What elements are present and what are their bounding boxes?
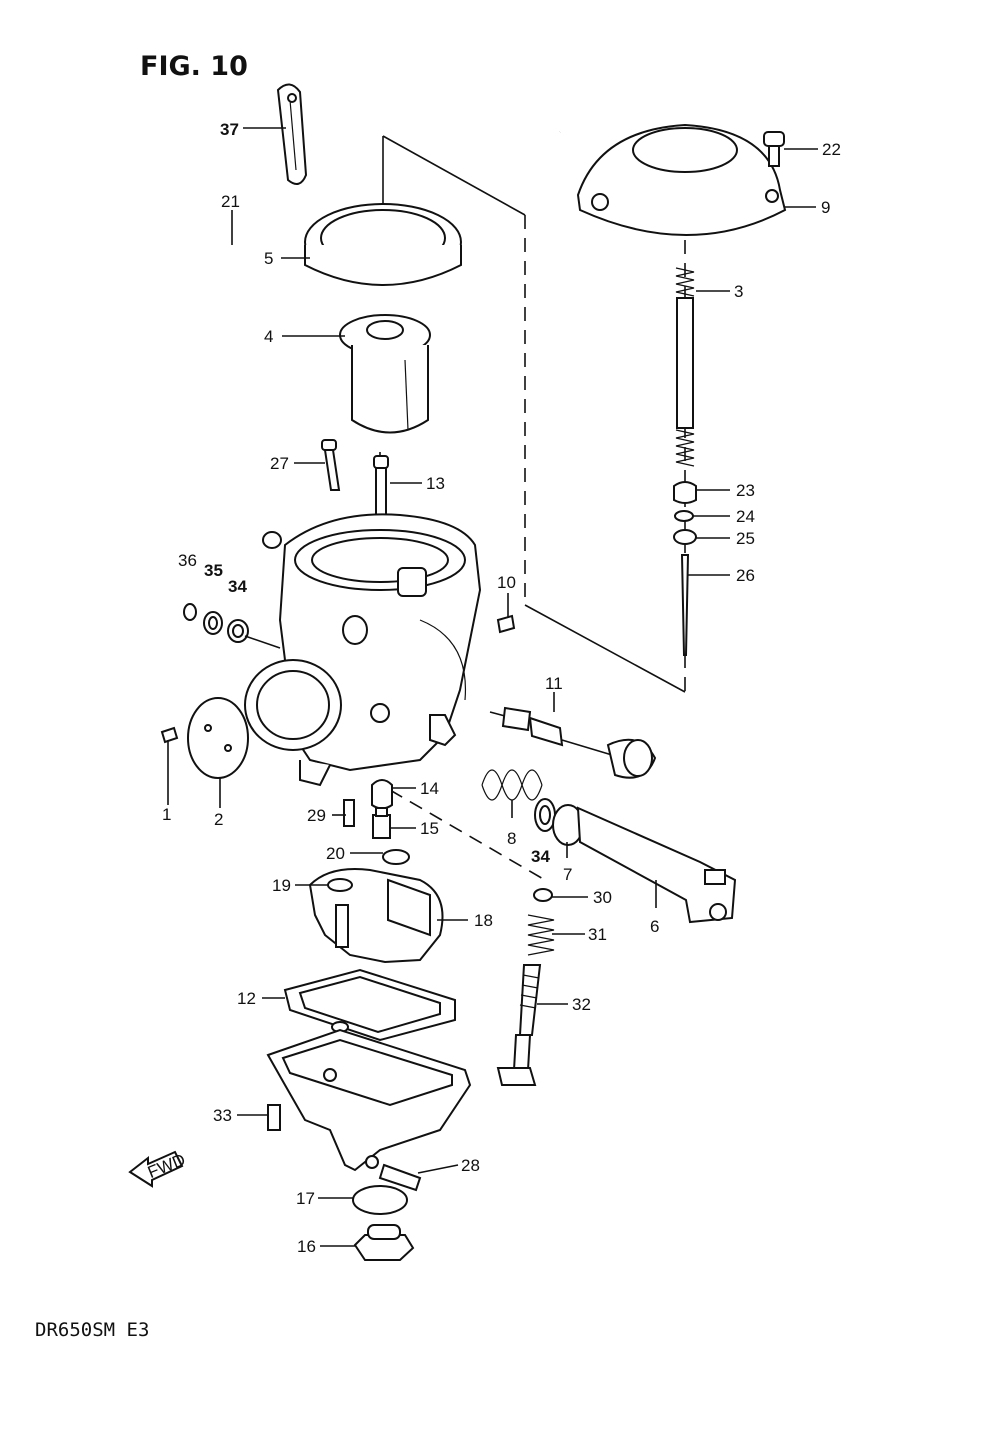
callout-37: 37: [220, 120, 239, 139]
leader-lines: [167, 127, 818, 1247]
callout-16: 16: [297, 1237, 316, 1256]
callout-27: 27: [270, 454, 289, 473]
callout-8: 8: [507, 829, 516, 848]
part-4-piston: [339, 314, 431, 434]
callout-10: 10: [497, 573, 516, 592]
callout-3: 3: [734, 282, 743, 301]
callout-20: 20: [326, 844, 345, 863]
model-code: DR650SM E3: [35, 1319, 149, 1341]
callout-31: 31: [588, 925, 607, 944]
callout-26: 26: [736, 566, 755, 585]
part-20-oring: [382, 849, 410, 865]
part-25-seat: [673, 529, 697, 545]
part-9-top-cap: [576, 123, 787, 236]
forward-arrow-label: FWD: [145, 1150, 188, 1182]
part-11-starter-plunger: [489, 706, 657, 779]
part-5-diaphragm: [304, 203, 462, 286]
callout-33: 33: [213, 1106, 232, 1125]
part-15-main-jet: [372, 807, 391, 839]
part-14-jet-holder: [371, 779, 393, 810]
part-16-drain-plug: [353, 1224, 415, 1261]
part-8-spring: [481, 769, 543, 801]
callout-28: 28: [461, 1156, 480, 1175]
part-31-spring: [527, 914, 555, 956]
float-bowl: [266, 1028, 472, 1172]
callout-18: 18: [474, 911, 493, 930]
part-35-washer: [203, 611, 223, 635]
callout-9: 9: [821, 198, 830, 217]
callout-1: 1: [162, 805, 171, 824]
part-23-washer: [673, 481, 697, 504]
part-24-clip: [674, 510, 694, 522]
callout-17: 17: [296, 1189, 315, 1208]
part-28-screw: [378, 1163, 422, 1192]
callout-12: 12: [237, 989, 256, 1008]
part-34-oring-right: [534, 798, 556, 832]
callout-19: 19: [272, 876, 291, 895]
callout-2: 2: [214, 810, 223, 829]
callout-36: 36: [178, 551, 197, 570]
callout-7: 7: [563, 865, 572, 884]
callout-34-left: 34: [228, 577, 247, 596]
part-17-oring: [352, 1185, 408, 1215]
part-32-screw: [496, 964, 542, 1086]
callout-24: 24: [736, 507, 755, 526]
forward-arrow-icon: FWD: [128, 1150, 188, 1188]
part-27-screw: [321, 439, 341, 491]
part-10-screw: [496, 614, 516, 634]
part-29-pilot-jet: [343, 799, 355, 827]
callout-6: 6: [650, 917, 659, 936]
part-12-gasket: [283, 968, 456, 1042]
leader-line: [244, 635, 281, 649]
callout-21: 21: [221, 192, 240, 211]
part-6-lever: [576, 806, 737, 924]
callout-29: 29: [307, 806, 326, 825]
part-22-screw: [763, 131, 785, 167]
callout-22: 22: [822, 140, 841, 159]
callout-15: 15: [420, 819, 439, 838]
part-34-oring-left: [227, 619, 249, 643]
part-37-bracket: [276, 83, 308, 185]
part-30-oring: [533, 888, 553, 902]
callout-13: 13: [426, 474, 445, 493]
callout-23: 23: [736, 481, 755, 500]
part-26-jet-needle: [680, 554, 690, 656]
part-1-screw: [160, 726, 179, 744]
callout-35: 35: [204, 561, 223, 580]
callout-30: 30: [593, 888, 612, 907]
part-18-float: [308, 868, 444, 964]
callout-25: 25: [736, 529, 755, 548]
callout-numbers: 37 22 21 9 5 3 4 27 13 23 24 25 26 36 35…: [162, 120, 841, 1256]
part-3-spring-needle-holder: [675, 267, 695, 467]
callout-5: 5: [264, 249, 273, 268]
callout-11: 11: [545, 674, 563, 693]
callout-32: 32: [572, 995, 591, 1014]
callout-4: 4: [264, 327, 273, 346]
callout-34-right: 34: [531, 847, 550, 866]
part-2-cover: [187, 697, 249, 779]
part-33-screw: [267, 1104, 281, 1131]
figure-title: FIG. 10: [140, 51, 248, 82]
callout-14: 14: [420, 779, 439, 798]
part-36-clip: [183, 603, 197, 621]
carburetor-body: [244, 513, 482, 787]
